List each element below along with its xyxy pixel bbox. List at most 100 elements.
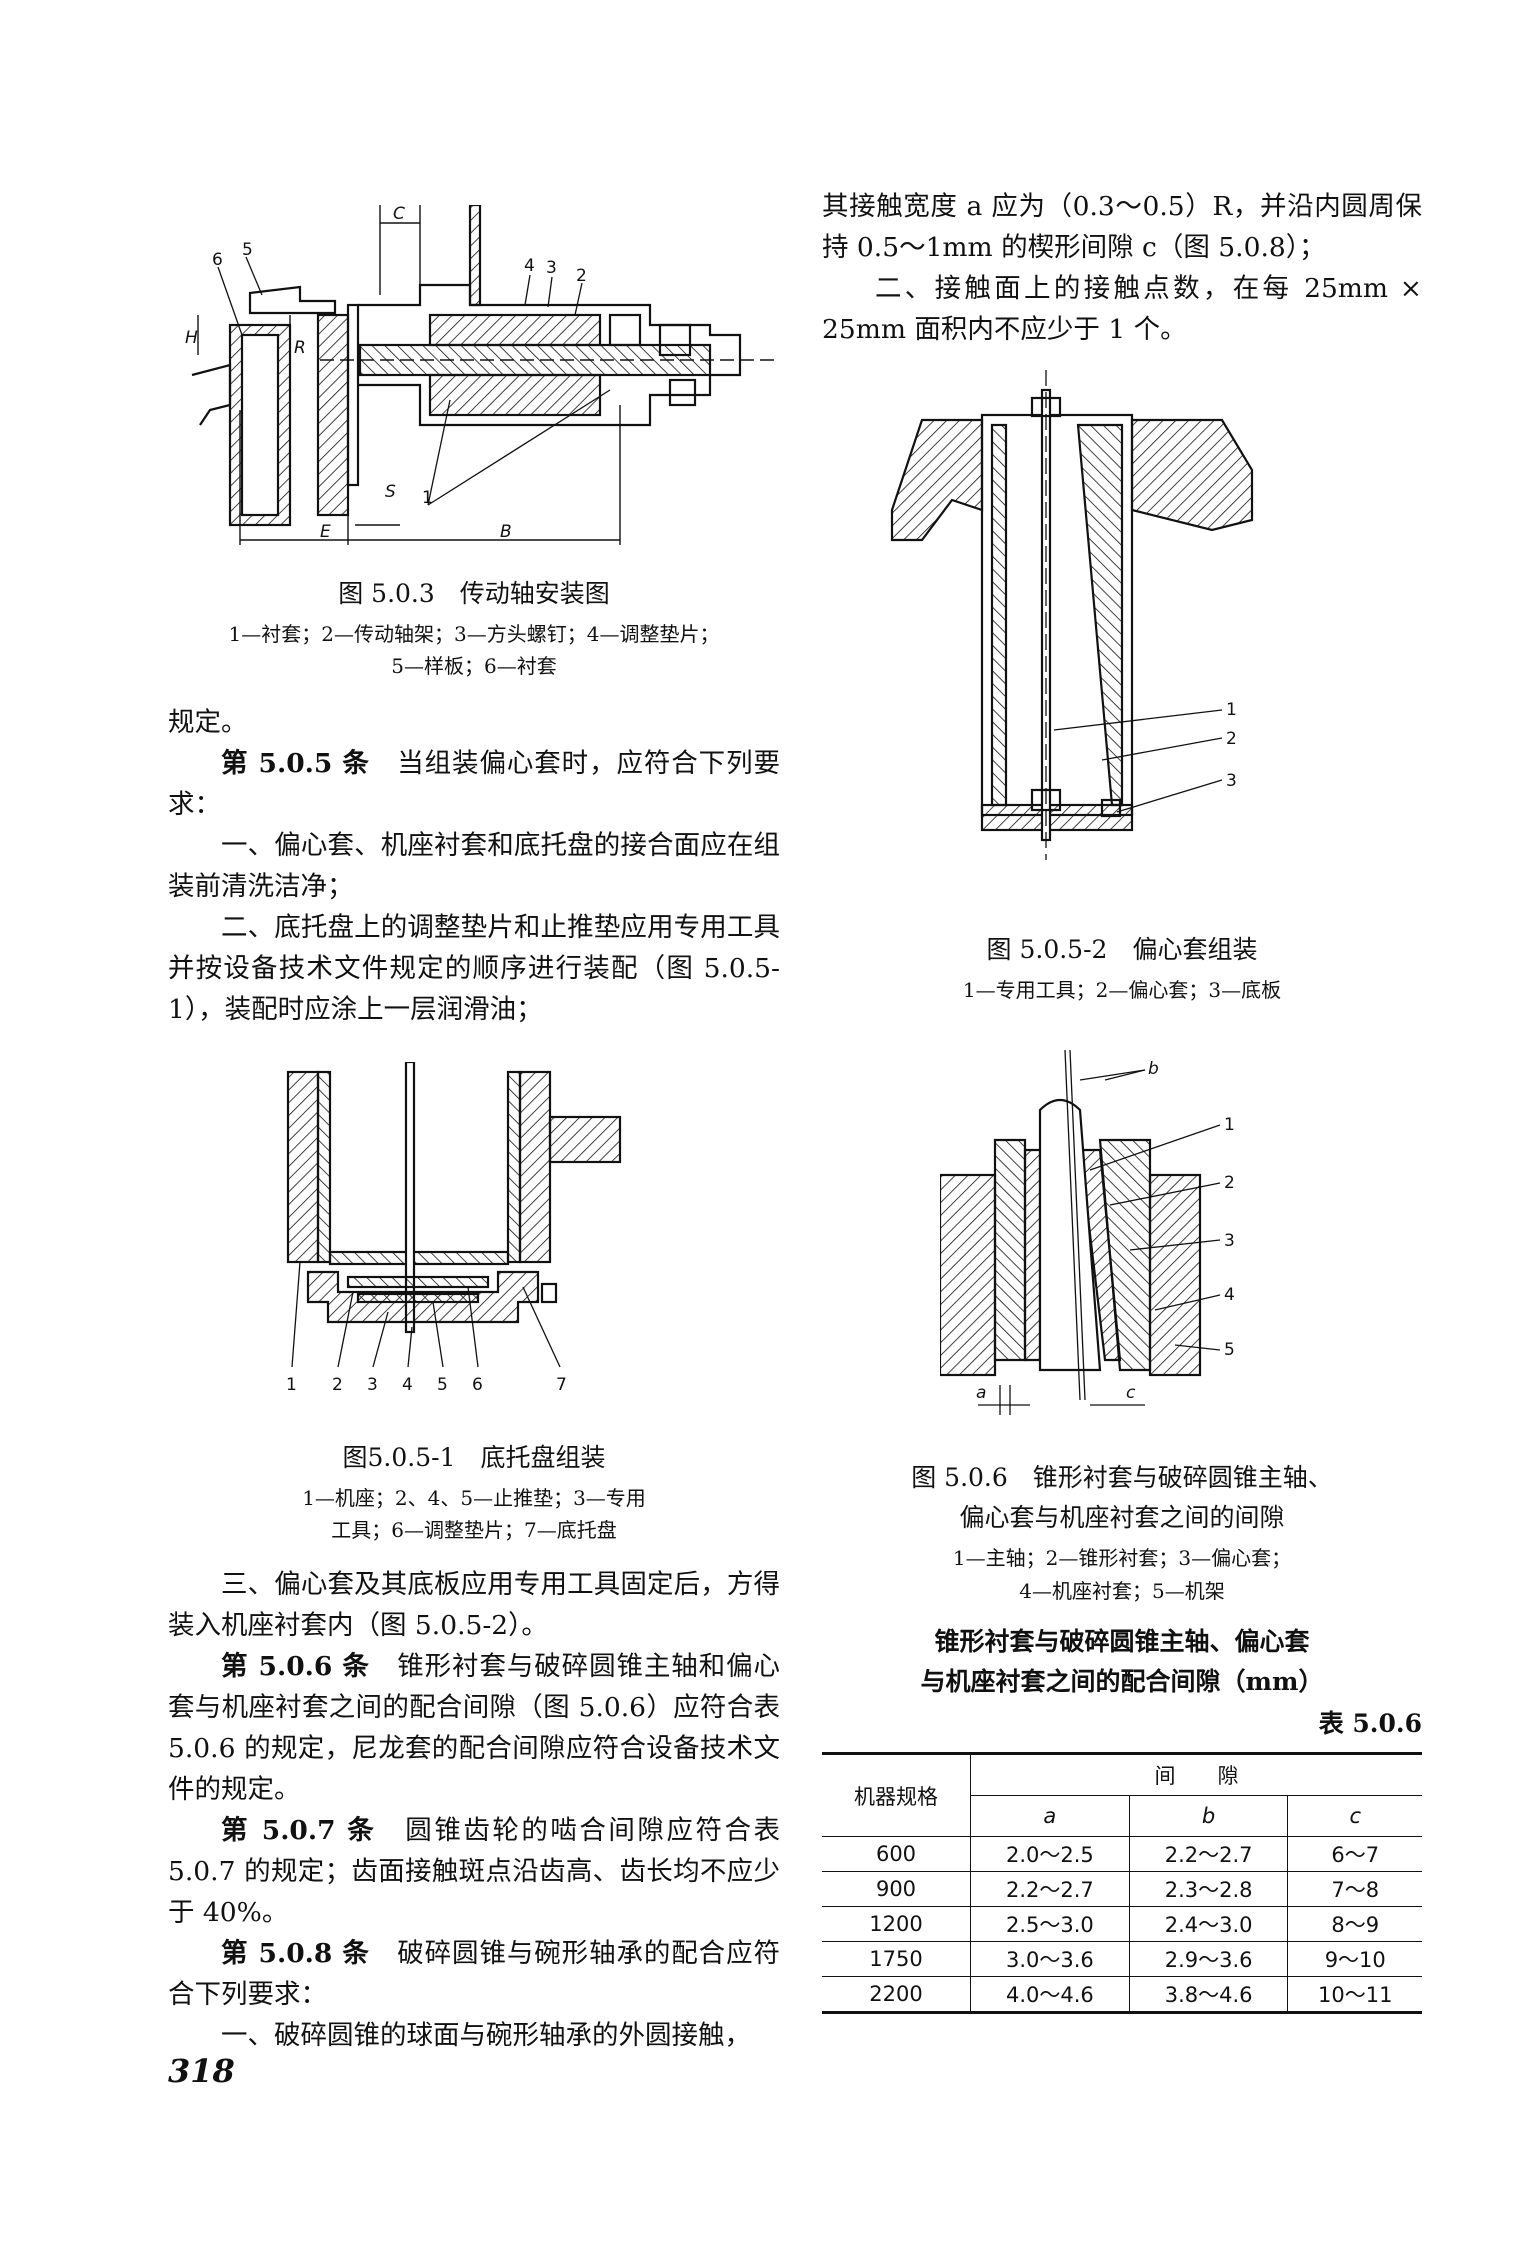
figure-5-0-6-legend-line2: 4—机座衬套；5—机架: [1019, 1579, 1225, 1603]
clause-5-0-7-text: 圆锥齿轮的啮合间隙应符合表 5.0.7 的规定；齿面接触斑点沿齿高、齿长均不应少…: [168, 1815, 780, 1928]
drive-shaft-drawing: C H R E S B 1 2 3 4 5 6: [185, 205, 780, 545]
table-cell: 2.9～3.6: [1128, 1941, 1289, 1977]
figure-5-0-5-1-caption: 图5.0.5-1 底托盘组装: [342, 1443, 606, 1472]
part-5-label: 5: [242, 240, 253, 260]
table-cell: 3.8～4.6: [1128, 1976, 1289, 2013]
tray-part-1-label: 1: [286, 1375, 297, 1395]
table-row: 600 2.0～2.5 2.2～2.7 6～7: [822, 1836, 1422, 1872]
part-6-label: 6: [212, 250, 223, 270]
figure-5-0-6: b a c 1 2 3 4 5: [940, 1050, 1300, 1420]
tray-part-5-label: 5: [437, 1375, 448, 1395]
clause-5-0-8-text: 破碎圆锥与碗形轴承的配合应符合下列要求：: [168, 1938, 780, 2010]
table-cell: 3.0～3.6: [970, 1941, 1130, 1977]
table-title-line2: 与机座衬套之间的配合间隙（mm）: [920, 1667, 1324, 1696]
table-cell: 7～8: [1287, 1871, 1422, 1907]
header-col-b: b: [1128, 1795, 1289, 1837]
text-block-5-0-6-to-5-0-8: 三、偏心套及其底板应用专用工具固定后，方得装入机座衬套内（图 5.0.5-2）。…: [168, 1564, 780, 2056]
table-cell: 2.2～2.7: [1128, 1836, 1289, 1872]
sleeve-part-3-label: 3: [1226, 771, 1237, 791]
dim-b-label: B: [500, 522, 512, 542]
table-cell: 600: [822, 1836, 971, 1872]
dim-e-label: E: [320, 522, 331, 542]
paragraph-guiding: 规定。: [168, 707, 248, 738]
table-cell: 10～11: [1287, 1976, 1422, 2013]
clause-5-0-7-number: 第 5.0.7 条: [221, 1815, 377, 1846]
gap-c-label: c: [1126, 1383, 1136, 1403]
table-row: 1200 2.5～3.0 2.4～3.0 8～9: [822, 1906, 1422, 1942]
part-1-label: 1: [422, 488, 433, 508]
part-4-label: 4: [524, 256, 535, 276]
header-gap: 间 隙: [970, 1753, 1422, 1796]
table-cell: 9～10: [1287, 1941, 1422, 1977]
figure-5-0-5-2-caption: 图 5.0.5-2 偏心套组装: [986, 935, 1258, 964]
clearance-table: 机器规格 间 隙 a b c 600 2.0～2.5 2.2～2.7 6～7 9…: [822, 1752, 1422, 2014]
paragraph-contact-width: 其接触宽度 a 应为（0.3～0.5）R，并沿内圆周保持 0.5～1mm 的楔形…: [822, 191, 1422, 263]
base-tray-drawing: 1 2 3 4 5 6 7: [286, 1062, 622, 1395]
tray-part-6-label: 6: [472, 1375, 483, 1395]
figure-5-0-5-1: 1 2 3 4 5 6 7: [278, 1062, 698, 1402]
clause-5-0-6: 第 5.0.6 条 锥形衬套与破碎圆锥主轴和偏心套与机座衬套之间的配合间隙（图 …: [168, 1646, 780, 1810]
clause-5-0-5: 第 5.0.5 条 当组装偏心套时，应符合下列要求：: [168, 743, 780, 825]
table-cell: 2.4～3.0: [1128, 1906, 1289, 1942]
figure-5-0-6-caption-line2: 偏心套与机座衬套之间的间隙: [959, 1503, 1285, 1532]
table-5-0-6: 机器规格 间 隙 a b c 600 2.0～2.5 2.2～2.7 6～7 9…: [822, 1752, 1422, 2014]
page-number: 318: [168, 2052, 235, 2090]
figure-5-0-3-legend-line2: 5—样板；6—衬套: [391, 654, 557, 678]
clause-5-0-6-text: 锥形衬套与破碎圆锥主轴和偏心套与机座衬套之间的配合间隙（图 5.0.6）应符合表…: [168, 1651, 780, 1805]
dim-s-label: S: [385, 482, 396, 502]
table-cell: 8～9: [1287, 1906, 1422, 1942]
gap-part-4-label: 4: [1224, 1285, 1235, 1305]
clause-5-0-5-number: 第 5.0.5 条: [221, 748, 370, 779]
table-cell: 6～7: [1287, 1836, 1422, 1872]
table-cell: 1750: [822, 1941, 971, 1977]
sleeve-part-2-label: 2: [1226, 729, 1237, 749]
gap-part-5-label: 5: [1224, 1340, 1235, 1360]
table-cell: 2.2～2.7: [970, 1871, 1130, 1907]
table-cell: 900: [822, 1871, 971, 1907]
table-cell: 1200: [822, 1906, 971, 1942]
dim-r-label: R: [294, 338, 306, 358]
header-spec: 机器规格: [822, 1753, 971, 1837]
table-cell: 4.0～4.6: [970, 1976, 1130, 2013]
clause-5-0-5-item-3: 三、偏心套及其底板应用专用工具固定后，方得装入机座衬套内（图 5.0.5-2）。: [168, 1569, 780, 1641]
table-number: 表 5.0.6: [1318, 1709, 1422, 1738]
clause-5-0-5-text: 当组装偏心套时，应符合下列要求：: [168, 748, 780, 820]
tray-part-4-label: 4: [402, 1375, 413, 1395]
sleeve-part-1-label: 1: [1226, 700, 1237, 720]
eccentric-sleeve-drawing: 1 2 3: [890, 370, 1254, 860]
paragraph-contact-points: 二、接触面上的接触点数，在每 25mm × 25mm 面积内不应少于 1 个。: [822, 273, 1422, 345]
header-col-c: c: [1287, 1795, 1422, 1837]
dim-h-label: H: [185, 328, 198, 348]
gap-part-2-label: 2: [1224, 1173, 1235, 1193]
clause-5-0-5-item-2: 二、底托盘上的调整垫片和止推垫应用专用工具并按设备技术文件规定的顺序进行装配（图…: [168, 912, 780, 1025]
figure-5-0-5-2: 1 2 3: [882, 370, 1302, 870]
figure-5-0-5-1-legend-line1: 1—机座；2、4、5—止推垫；3—专用: [302, 1486, 646, 1510]
clause-5-0-8-item-1: 一、破碎圆锥的球面与碗形轴承的外圆接触，: [221, 2020, 751, 2051]
figure-5-0-6-legend-line1: 1—主轴；2—锥形衬套；3—偏心套；: [952, 1546, 1292, 1570]
table-row: 2200 4.0～4.6 3.8～4.6 10～11: [822, 1976, 1422, 2013]
figure-5-0-3-legend-line1: 1—衬套；2—传动轴架；3—方头螺钉；4—调整垫片；: [228, 622, 720, 646]
text-block-continued: 其接触宽度 a 应为（0.3～0.5）R，并沿内圆周保持 0.5～1mm 的楔形…: [822, 186, 1422, 350]
clearance-drawing: b a c 1 2 3 4 5: [940, 1050, 1235, 1415]
part-3-label: 3: [546, 258, 557, 278]
table-title-line1: 锥形衬套与破碎圆锥主轴、偏心套: [934, 1627, 1310, 1656]
figure-5-0-5-2-legend: 1—专用工具；2—偏心套；3—底板: [962, 978, 1282, 1002]
tray-part-7-label: 7: [556, 1375, 567, 1395]
table-cell: 2200: [822, 1976, 971, 2013]
tray-part-3-label: 3: [367, 1375, 378, 1395]
tray-part-2-label: 2: [332, 1375, 343, 1395]
dim-c-label: C: [393, 205, 405, 224]
figure-5-0-6-caption-line1: 图 5.0.6 锥形衬套与破碎圆锥主轴、: [911, 1463, 1333, 1492]
gap-b-label: b: [1148, 1059, 1159, 1079]
table-cell: 2.3～2.8: [1128, 1871, 1289, 1907]
part-2-label: 2: [576, 266, 587, 286]
gap-part-1-label: 1: [1224, 1115, 1235, 1135]
clause-5-0-7: 第 5.0.7 条 圆锥齿轮的啮合间隙应符合表 5.0.7 的规定；齿面接触斑点…: [168, 1810, 780, 1933]
table-row: 900 2.2～2.7 2.3～2.8 7～8: [822, 1871, 1422, 1907]
gap-a-label: a: [976, 1383, 986, 1403]
clause-5-0-5-item-1: 一、偏心套、机座衬套和底托盘的接合面应在组装前清洗洁净；: [168, 830, 780, 902]
table-cell: 2.5～3.0: [970, 1906, 1130, 1942]
text-block-5-0-5: 规定。 第 5.0.5 条 当组装偏心套时，应符合下列要求： 一、偏心套、机座衬…: [168, 702, 780, 1030]
clause-5-0-8-number: 第 5.0.8 条: [221, 1938, 370, 1969]
table-row: 1750 3.0～3.6 2.9～3.6 9～10: [822, 1941, 1422, 1977]
